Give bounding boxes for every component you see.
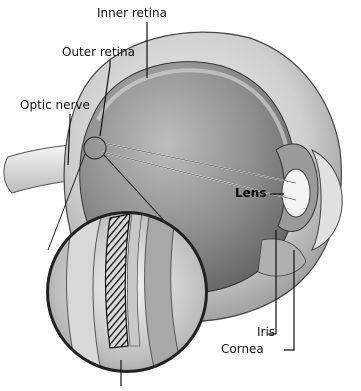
label-outer-retina: Outer retina xyxy=(62,45,135,59)
label-optic-nerve: Optic nerve xyxy=(20,98,90,112)
label-cornea: Cornea xyxy=(221,342,264,356)
lens-shape xyxy=(282,169,310,217)
label-lens: Lens xyxy=(235,186,266,200)
label-inner-retina: Inner retina xyxy=(97,6,167,20)
label-iris: Iris xyxy=(257,325,275,339)
